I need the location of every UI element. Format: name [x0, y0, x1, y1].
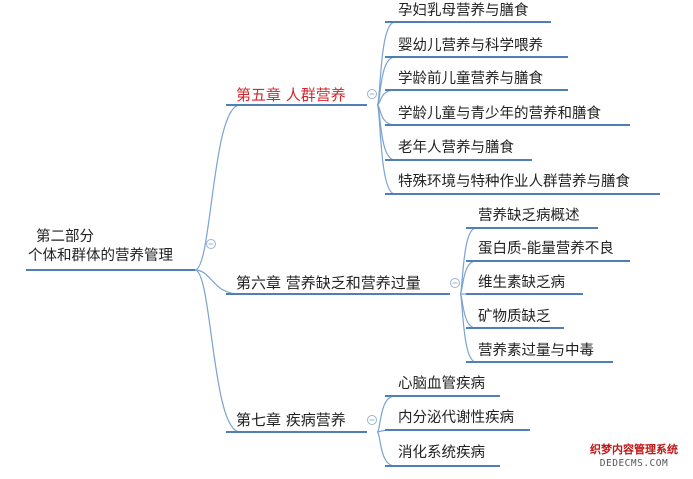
chapter-5-item[interactable]: 老年人营养与膳食	[398, 140, 514, 156]
root-title-line1[interactable]: 第二部分	[36, 229, 94, 245]
chapter-7-item[interactable]: 消化系统疾病	[398, 445, 485, 461]
chapter-5-item[interactable]: 学龄儿童与青少年的营养和膳食	[398, 106, 601, 122]
watermark-line2: DEDECMS.COM	[599, 458, 669, 469]
collapse-toggle-root[interactable]	[206, 239, 216, 249]
leaf-connector	[376, 431, 396, 467]
leaf-connector	[376, 56, 396, 106]
chapter-6-item[interactable]: 蛋白质-能量营养不良	[478, 241, 614, 257]
watermark: 织梦内容管理系统 DEDECMS.COM	[580, 443, 688, 473]
root-connector-ch5	[194, 104, 241, 271]
chapter-6-item[interactable]: 营养素过量与中毒	[478, 343, 594, 359]
chapter-5-item[interactable]: 学龄前儿童营养与膳食	[398, 71, 543, 87]
chapter-7-title[interactable]: 第七章 疾病营养	[236, 411, 346, 429]
chapter-7-item[interactable]: 内分泌代谢性疾病	[398, 410, 514, 426]
leaf-connector	[376, 104, 396, 195]
root-title-line2[interactable]: 个体和群体的营养管理	[28, 248, 173, 264]
leaf-connector	[459, 293, 477, 363]
chapter-6-item[interactable]: 维生素缺乏病	[478, 275, 565, 291]
chapter-6-item[interactable]: 矿物质缺乏	[478, 309, 551, 325]
collapse-toggle-ch6[interactable]	[450, 278, 460, 288]
chapter-5-title[interactable]: 第五章 人群营养	[236, 86, 346, 104]
chapter-7-item[interactable]: 心脑血管疾病	[398, 376, 485, 392]
chapter-5-item[interactable]: 婴幼儿营养与科学喂养	[398, 38, 543, 54]
chapter-6-title[interactable]: 第六章 营养缺乏和营养过量	[236, 274, 421, 292]
collapse-toggle-ch7[interactable]	[367, 415, 377, 425]
root-connector-ch7	[194, 269, 241, 433]
chapter-6-item[interactable]: 营养缺乏病概述	[478, 208, 580, 224]
watermark-line1: 织梦内容管理系统	[590, 443, 678, 456]
leaf-connector	[376, 395, 396, 433]
collapse-toggle-ch5[interactable]	[367, 89, 377, 99]
chapter-5-item[interactable]: 孕妇乳母营养与膳食	[398, 3, 529, 19]
chapter-5-item[interactable]: 特殊环境与特种作业人群营养与膳食	[398, 174, 630, 190]
